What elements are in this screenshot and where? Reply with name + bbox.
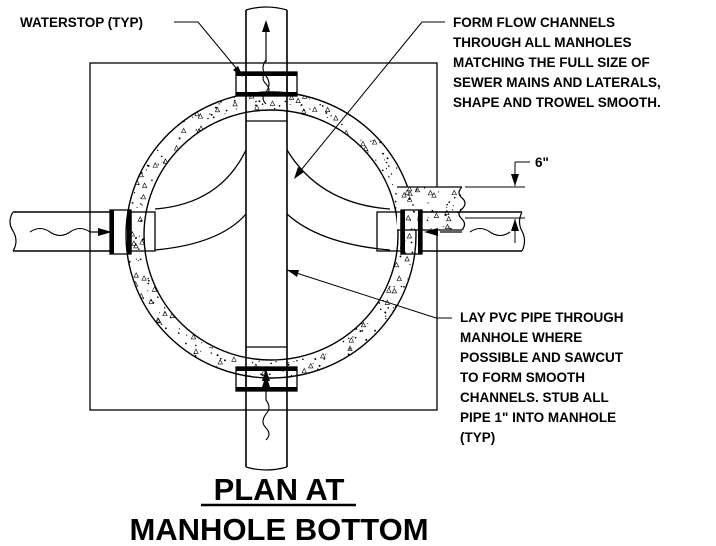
svg-text:CHANNELS. STUB ALL: CHANNELS. STUB ALL [460,390,609,405]
flow-channels-note: FORM FLOW CHANNELS THROUGH ALL MANHOLES … [453,15,661,110]
svg-text:LAY PVC PIPE THROUGH: LAY PVC PIPE THROUGH [460,310,624,325]
waterstop-bottom [235,366,298,392]
waterstop-note: WATERSTOP (TYP) [20,15,143,30]
left-lateral-pipe [9,209,156,255]
svg-text:SEWER MAINS AND LATERALS,: SEWER MAINS AND LATERALS, [453,75,661,90]
flow-channel-curves [154,149,391,251]
dimension-label: 6" [535,155,549,170]
svg-text:POSSIBLE AND SAWCUT: POSSIBLE AND SAWCUT [460,350,624,365]
svg-text:FORM FLOW CHANNELS: FORM FLOW CHANNELS [453,15,615,30]
main-sewer-pipe [245,6,288,471]
waterstop-top [235,71,298,97]
dimension-6-inch: 6" [465,155,549,243]
svg-text:(TYP): (TYP) [460,430,495,445]
pvc-pipe-note: LAY PVC PIPE THROUGH MANHOLE WHERE POSSI… [460,310,624,445]
svg-text:MANHOLE WHERE: MANHOLE WHERE [460,330,582,345]
title-line-1: PLAN AT [214,472,345,507]
base-slab [89,62,438,411]
right-lateral-pipe [376,209,526,255]
manhole-ring [125,91,417,379]
svg-text:MATCHING THE FULL SIZE OF: MATCHING THE FULL SIZE OF [453,55,650,70]
leader-lines [174,21,452,319]
drawing-title: PLAN AT MANHOLE BOTTOM [129,472,428,546]
title-line-2: MANHOLE BOTTOM [129,512,428,546]
svg-text:SHAPE AND TROWEL SMOOTH.: SHAPE AND TROWEL SMOOTH. [453,95,661,110]
svg-text:TO FORM SMOOTH: TO FORM SMOOTH [460,370,585,385]
concrete-collar-extension [397,186,466,231]
svg-text:PIPE 1" INTO MANHOLE: PIPE 1" INTO MANHOLE [460,410,616,425]
svg-text:THROUGH ALL MANHOLES: THROUGH ALL MANHOLES [453,35,632,50]
